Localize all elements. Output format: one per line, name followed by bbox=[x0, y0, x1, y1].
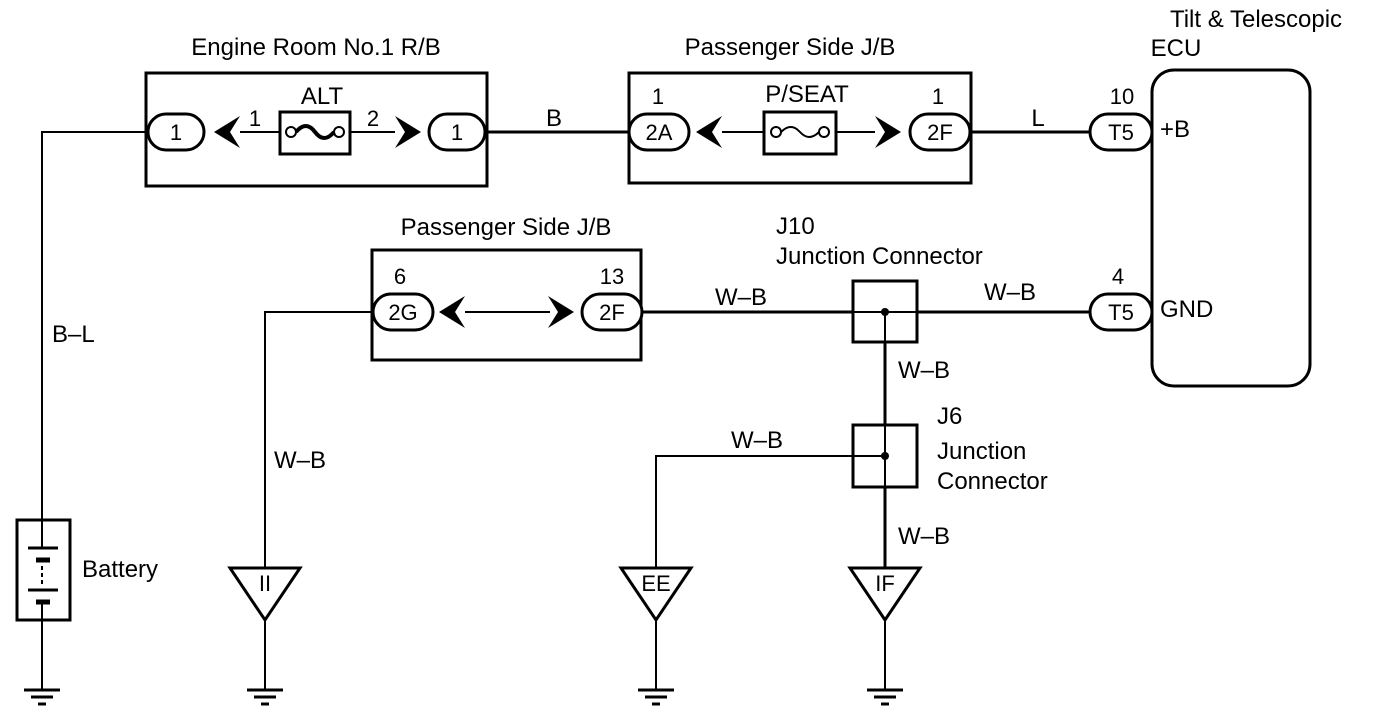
engine-rb-right-chevron-icon bbox=[395, 116, 421, 148]
passenger-jb-mid-left-connector-label: 2G bbox=[388, 300, 417, 325]
j6-label-line2: Junction bbox=[937, 438, 1026, 465]
wire-label-b: B bbox=[546, 105, 562, 132]
passenger-jb-mid-right-chevron-icon bbox=[548, 296, 574, 328]
wire-w-b-to-ee bbox=[655, 455, 853, 568]
ground-ee: EE bbox=[618, 566, 694, 623]
passenger-jb-top-left-pin-number: 1 bbox=[652, 84, 664, 109]
ground-if-triangle bbox=[847, 566, 923, 623]
engine-room-rb-box bbox=[144, 71, 489, 188]
ecu-pin-gnd-label: GND bbox=[1160, 296, 1213, 323]
j6-label-line3: Connector bbox=[937, 468, 1048, 495]
ecu-pin-gnd-connector bbox=[1088, 292, 1154, 332]
passenger-jb-mid-left-connector bbox=[371, 292, 435, 332]
passenger-jb-top-title: Passenger Side J/B bbox=[685, 34, 896, 61]
ecu-pin-b-number: 10 bbox=[1110, 84, 1134, 109]
ground-ii-triangle bbox=[227, 566, 303, 623]
earth-ground-icon bbox=[247, 688, 283, 706]
ecu-box bbox=[1150, 68, 1312, 388]
alt-fusible-link-icon bbox=[294, 124, 336, 140]
wire-w-b-to-ii bbox=[264, 311, 373, 568]
wires bbox=[41, 130, 1090, 690]
wire-b-l bbox=[41, 131, 148, 520]
alt-fuse-label: ALT bbox=[301, 83, 344, 110]
tilt-telescopic-ecu: Tilt & Telescopic ECU 10 T5 +B 4 T5 GND bbox=[1088, 6, 1342, 388]
j10-label-line2: Junction Connector bbox=[776, 243, 983, 270]
passenger-jb-mid-left-chevron-icon bbox=[439, 296, 465, 328]
wire-label-l: L bbox=[1031, 105, 1044, 132]
battery-box bbox=[15, 518, 72, 622]
ground-ii: II bbox=[227, 566, 303, 623]
wire-label-w-b-mid-right: W–B bbox=[984, 279, 1036, 306]
ecu-pin-b-label: +B bbox=[1160, 116, 1190, 143]
engine-rb-right-connector bbox=[427, 112, 487, 152]
j6-junction-connector: J6 Junction Connector bbox=[851, 403, 1048, 495]
engine-rb-left-connector bbox=[146, 112, 206, 152]
earth-ground-icon bbox=[638, 688, 674, 706]
pseat-fuse-icon bbox=[780, 126, 820, 138]
ecu-title-line2: ECU bbox=[1151, 35, 1202, 62]
alt-left-pin-number: 1 bbox=[249, 106, 261, 131]
junction-dot-j6 bbox=[881, 452, 889, 460]
j6-box bbox=[851, 423, 919, 489]
passenger-jb-mid: Passenger Side J/B 6 13 2G 2F bbox=[370, 214, 644, 362]
engine-room-rb: Engine Room No.1 R/B ALT 1 2 1 1 bbox=[144, 34, 489, 188]
passenger-jb-top: Passenger Side J/B P/SEAT 1 1 2A 2F bbox=[627, 34, 973, 185]
engine-rb-right-connector-label: 1 bbox=[451, 120, 463, 145]
wire-label-w-b-mid-left: W–B bbox=[715, 284, 767, 311]
passenger-jb-mid-title: Passenger Side J/B bbox=[401, 214, 612, 241]
ecu-pin-gnd-connector-label: T5 bbox=[1108, 300, 1134, 325]
battery: Battery bbox=[15, 518, 158, 622]
j10-label-line1: J10 bbox=[776, 213, 815, 240]
passenger-jb-top-right-pin-number: 1 bbox=[932, 84, 944, 109]
passenger-jb-mid-right-connector bbox=[580, 292, 644, 332]
alt-fuse-body bbox=[278, 110, 352, 156]
wire-label-w-b-j10-down: W–B bbox=[898, 357, 950, 384]
ground-ii-label: II bbox=[259, 571, 271, 596]
j6-label-line1: J6 bbox=[937, 403, 962, 430]
ecu-pin-b-connector-label: T5 bbox=[1108, 120, 1134, 145]
passenger-jb-top-left-chevron-icon bbox=[696, 116, 722, 148]
passenger-jb-top-right-connector bbox=[908, 112, 972, 152]
j10-box bbox=[851, 279, 919, 344]
wire-label-w-b-left-down: W–B bbox=[274, 447, 326, 474]
ground-ee-label: EE bbox=[641, 571, 670, 596]
wire-label-b-l: B–L bbox=[52, 321, 95, 348]
alt-right-pin-number: 2 bbox=[367, 106, 379, 131]
passenger-jb-top-left-connector-label: 2A bbox=[646, 120, 673, 145]
ground-ee-triangle bbox=[618, 566, 694, 623]
passenger-jb-top-right-chevron-icon bbox=[875, 116, 901, 148]
earth-ground-icon bbox=[867, 688, 903, 706]
junction-dot-j10 bbox=[881, 308, 889, 316]
engine-rb-left-connector-label: 1 bbox=[170, 120, 182, 145]
wire-label-w-b-if: W–B bbox=[898, 523, 950, 550]
engine-rb-left-chevron-icon bbox=[214, 116, 240, 148]
earth-ground-icon bbox=[24, 688, 60, 706]
j10-junction-connector: J10 Junction Connector bbox=[776, 213, 983, 344]
passenger-jb-mid-left-pin-number: 6 bbox=[394, 264, 406, 289]
earth-ground-icons bbox=[24, 688, 903, 706]
ground-if-label: IF bbox=[875, 571, 895, 596]
passenger-jb-mid-right-pin-number: 13 bbox=[600, 264, 624, 289]
ecu-title-line1: Tilt & Telescopic bbox=[1170, 6, 1342, 33]
passenger-jb-top-left-connector bbox=[627, 112, 691, 152]
engine-room-rb-title: Engine Room No.1 R/B bbox=[191, 34, 440, 61]
wire-labels: B–L B L W–B W–B W–B W–B W–B W–B bbox=[52, 105, 1045, 550]
ecu-pin-gnd-number: 4 bbox=[1112, 264, 1124, 289]
passenger-jb-top-right-connector-label: 2F bbox=[927, 120, 953, 145]
ground-if: IF bbox=[847, 566, 923, 623]
battery-label: Battery bbox=[82, 556, 158, 583]
pseat-fuse-body bbox=[762, 110, 838, 156]
passenger-jb-mid-right-connector-label: 2F bbox=[599, 300, 625, 325]
wire-label-w-b-ee: W–B bbox=[731, 427, 783, 454]
ecu-pin-b-connector bbox=[1088, 112, 1154, 152]
pseat-fuse-label: P/SEAT bbox=[765, 81, 849, 108]
